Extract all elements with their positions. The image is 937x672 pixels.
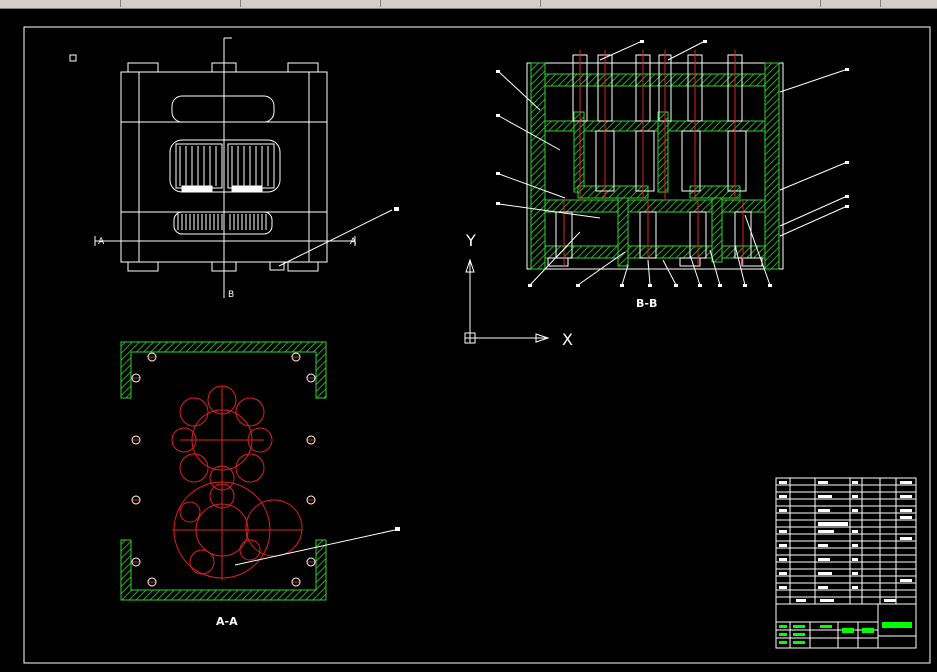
section-aa-bolt-marks bbox=[133, 356, 314, 583]
leader-tag bbox=[394, 207, 399, 211]
parts-list bbox=[775, 477, 917, 605]
parts-list-text-blocks bbox=[779, 481, 912, 602]
section-aa-gears bbox=[171, 385, 303, 580]
toolbar-segment[interactable] bbox=[540, 0, 821, 7]
section-aa-leader bbox=[234, 529, 396, 566]
top-view-teeth bbox=[177, 146, 269, 230]
drawing-svg[interactable]: A A B bbox=[0, 9, 937, 668]
section-aa bbox=[120, 341, 327, 601]
section-bb-leaders bbox=[498, 41, 846, 286]
section-bb-red-centerlines bbox=[563, 50, 744, 266]
ucs-x-label: X bbox=[562, 330, 573, 349]
section-aa-label: A-A bbox=[216, 615, 238, 628]
section-bb bbox=[526, 62, 784, 270]
ucs-icon bbox=[464, 258, 550, 344]
leader-tag bbox=[395, 527, 400, 531]
drawing-canvas[interactable]: A A B bbox=[0, 9, 937, 668]
cut-label-right: A bbox=[350, 237, 357, 247]
title-block bbox=[775, 603, 917, 649]
toolbar-segment[interactable] bbox=[120, 0, 241, 7]
toolbar-segment[interactable] bbox=[240, 0, 381, 7]
top-view-centerlines bbox=[94, 37, 393, 298]
cut-label-bottom: B bbox=[228, 290, 234, 300]
toolbar-segment[interactable] bbox=[0, 0, 121, 7]
section-bb-balloons bbox=[496, 40, 849, 287]
section-aa-bolts bbox=[131, 352, 316, 587]
drawing-border bbox=[23, 26, 931, 664]
ucs-y-label: Y bbox=[465, 231, 476, 250]
section-bb-label: B-B bbox=[636, 297, 657, 310]
viewport-marker-icon bbox=[69, 54, 77, 62]
window-toolbar-strip bbox=[0, 0, 937, 9]
cut-label-left: A bbox=[98, 237, 105, 247]
toolbar-segment[interactable] bbox=[380, 0, 541, 7]
toolbar-segment[interactable] bbox=[820, 0, 881, 7]
title-block-text-blocks bbox=[779, 622, 912, 644]
